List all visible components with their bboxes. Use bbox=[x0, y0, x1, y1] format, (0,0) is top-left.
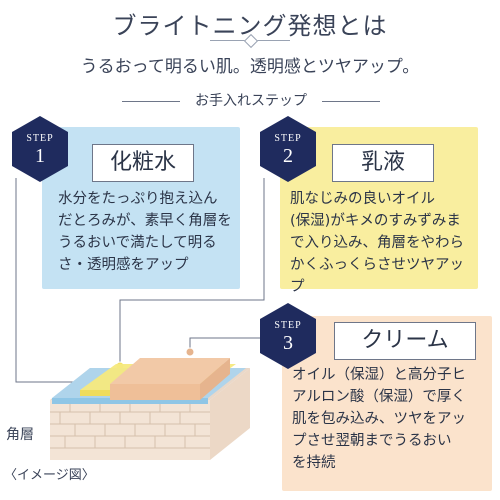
step2-line: (保湿)がキメのすみずみま bbox=[290, 213, 461, 229]
image-note: 〈イメージ図〉 bbox=[4, 468, 95, 483]
step3-line: を持続 bbox=[292, 455, 336, 471]
step2-line: かくふっくらさせツヤアップ bbox=[290, 257, 464, 295]
step2-badge-label: STEP bbox=[274, 133, 302, 144]
step2-product-name: 乳液 bbox=[332, 144, 434, 182]
steps-heading-rule-left bbox=[122, 101, 180, 102]
step2-line: 肌なじみの良いオイル bbox=[290, 191, 435, 207]
skin-layer-illustration bbox=[50, 358, 250, 460]
step3-product-name: クリーム bbox=[334, 322, 476, 360]
step1-line: 水分をたっぷり抱え込ん bbox=[58, 191, 218, 207]
steps-heading: お手入れステップ bbox=[195, 93, 307, 109]
step1-line: さ・透明感をアップ bbox=[58, 257, 189, 273]
step3-badge: STEP 3 bbox=[258, 302, 318, 370]
step1-badge: STEP 1 bbox=[10, 115, 70, 183]
step1-line: うるおいで満たして明る bbox=[58, 235, 217, 251]
step3-badge-number: 3 bbox=[283, 332, 293, 354]
step3-description: オイル（保湿）と高分子ヒ アルロン酸（保湿）で厚く 肌を包み込み、ツヤをアッ プ… bbox=[292, 364, 488, 474]
step3-line: オイル（保湿）と高分子ヒ bbox=[292, 367, 466, 383]
corneum-label: 角層 bbox=[6, 427, 34, 443]
step1-product-name: 化粧水 bbox=[92, 144, 194, 182]
step1-line: だとろみが、素早く角層を bbox=[58, 213, 232, 229]
step2-line: で入り込み、角層をやわら bbox=[290, 235, 464, 251]
step2-badge-number: 2 bbox=[283, 145, 293, 167]
step3-line: アルロン酸（保湿）で厚く bbox=[292, 389, 466, 405]
step3-badge-label: STEP bbox=[274, 320, 302, 331]
step1-description: 水分をたっぷり抱え込ん だとろみが、素早く角層を うるおいで満たして明る さ・透… bbox=[58, 188, 238, 276]
page-subtitle: うるおって明るい肌。透明感とツヤアップ。 bbox=[80, 57, 420, 77]
step3-line: プさせ翌朝までうるおい bbox=[292, 433, 452, 449]
step3-line: 肌を包み込み、ツヤをアッ bbox=[292, 411, 466, 427]
step1-badge-label: STEP bbox=[26, 133, 54, 144]
steps-heading-rule-right bbox=[322, 101, 380, 102]
step2-description: 肌なじみの良いオイル (保湿)がキメのすみずみま で入り込み、角層をやわら かく… bbox=[290, 188, 476, 298]
step2-badge: STEP 2 bbox=[258, 115, 318, 183]
layer-dot-3 bbox=[185, 347, 195, 357]
step1-badge-number: 1 bbox=[35, 145, 45, 167]
